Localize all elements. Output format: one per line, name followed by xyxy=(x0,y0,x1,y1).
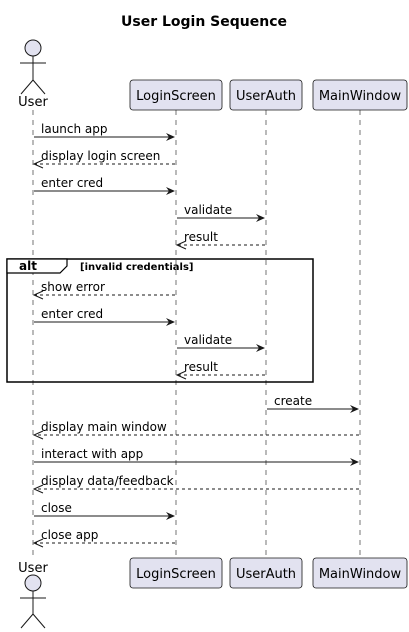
message-arrow: show error xyxy=(32,280,175,300)
alt-condition: [invalid credentials] xyxy=(80,262,194,273)
message-arrow: interact with app xyxy=(34,447,359,466)
arrowhead-filled xyxy=(350,405,359,413)
arrowhead-open xyxy=(32,484,44,494)
diagram-title: User Login Sequence xyxy=(121,14,287,30)
participant-user-top: User xyxy=(18,39,48,110)
message-arrow: create xyxy=(267,394,359,413)
participant-label: UserAuth xyxy=(236,567,296,582)
participant-label: User xyxy=(18,95,48,110)
alt-operator-tab xyxy=(6,258,68,274)
message-arrow: result xyxy=(175,360,265,380)
participant-label: UserAuth xyxy=(236,89,296,104)
message-label: display data/feedback xyxy=(41,474,174,488)
message-arrow: launch app xyxy=(34,122,175,141)
arrowhead-open xyxy=(175,370,187,380)
arrowhead-filled xyxy=(256,214,265,222)
message-arrow: close app xyxy=(32,528,175,548)
message-arrow: display login screen xyxy=(32,149,175,169)
message-label: validate xyxy=(184,203,232,217)
message-label: result xyxy=(184,230,218,244)
arrowhead-filled xyxy=(166,133,175,141)
participant-label: LoginScreen xyxy=(136,567,216,582)
participant-user-bottom: User xyxy=(18,561,48,629)
arrowhead-open xyxy=(32,290,44,300)
message-label: create xyxy=(274,394,312,408)
message-arrow: display data/feedback xyxy=(32,474,359,494)
message-group: launch app display login screen enter cred… xyxy=(32,122,359,548)
message-arrow: validate xyxy=(177,203,265,222)
message-arrow: result xyxy=(175,230,265,250)
arrowhead-open xyxy=(32,430,44,440)
participant-loginscreen-bottom: LoginScreen xyxy=(129,557,223,589)
message-label: close xyxy=(41,501,72,515)
message-label: validate xyxy=(184,333,232,347)
message-label: show error xyxy=(41,280,105,294)
message-label: enter cred xyxy=(41,176,103,190)
arrowhead-filled xyxy=(166,187,175,195)
arrowhead-filled xyxy=(256,344,265,352)
message-label: enter cred xyxy=(41,307,103,321)
participant-userauth-bottom: UserAuth xyxy=(229,557,303,589)
participant-mainwindow-bottom: MainWindow xyxy=(312,557,408,589)
alt-fragment: alt [invalid credentials] xyxy=(6,258,314,383)
message-arrow: enter cred xyxy=(34,176,175,195)
message-arrow: enter cred xyxy=(34,307,175,326)
user-actor-icon xyxy=(20,39,46,95)
message-arrow: display main window xyxy=(32,420,359,440)
message-label: result xyxy=(184,360,218,374)
arrowhead-open xyxy=(32,538,44,548)
message-arrow: validate xyxy=(177,333,265,352)
arrowhead-open xyxy=(175,240,187,250)
arrowhead-filled xyxy=(350,458,359,466)
participant-label: LoginScreen xyxy=(136,89,216,104)
message-label: interact with app xyxy=(41,447,143,461)
alt-operator-label: alt xyxy=(19,259,37,273)
participant-loginscreen-top: LoginScreen xyxy=(129,79,223,111)
message-label: close app xyxy=(41,528,98,542)
participant-mainwindow-top: MainWindow xyxy=(312,79,408,111)
message-label: launch app xyxy=(41,122,108,136)
arrowhead-open xyxy=(32,159,44,169)
user-actor-icon xyxy=(20,574,46,629)
participant-label: MainWindow xyxy=(319,567,402,582)
message-label: display main window xyxy=(41,420,167,434)
message-label: display login screen xyxy=(41,149,160,163)
participant-label: MainWindow xyxy=(319,89,402,104)
message-arrow: close xyxy=(34,501,175,520)
arrowhead-filled xyxy=(166,318,175,326)
alt-frame xyxy=(6,258,314,383)
arrowhead-filled xyxy=(166,512,175,520)
participant-label: User xyxy=(18,561,48,576)
participant-userauth-top: UserAuth xyxy=(229,79,303,111)
